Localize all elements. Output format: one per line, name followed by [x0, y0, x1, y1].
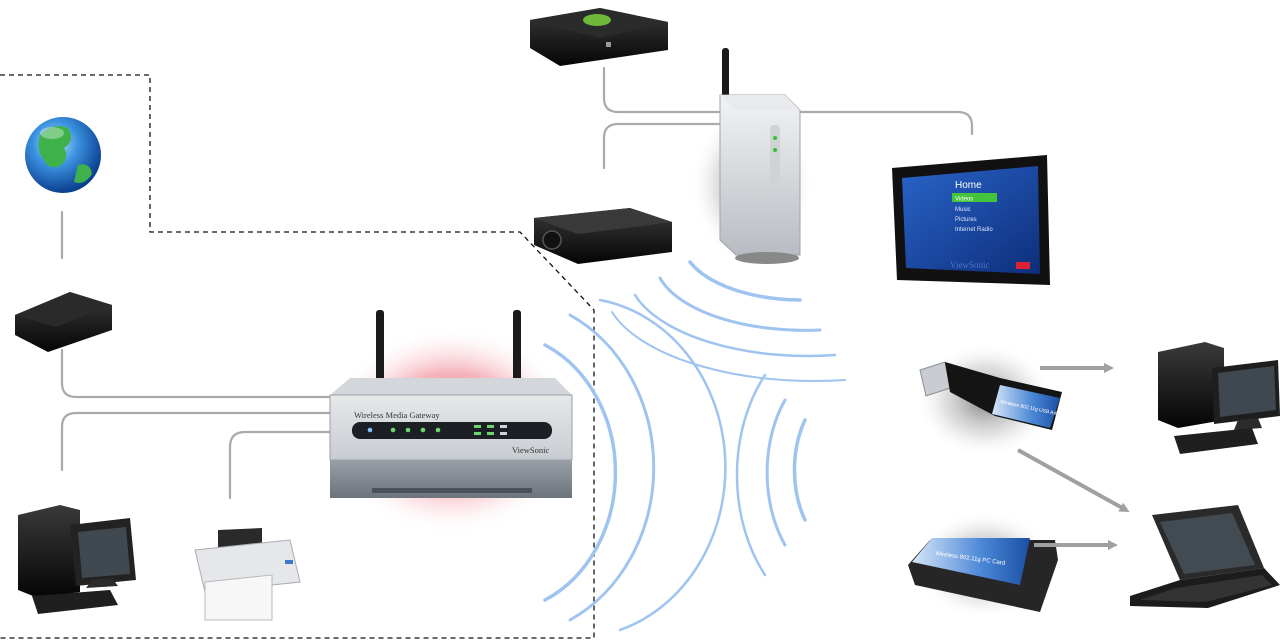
tv-watermark: ViewSonic: [950, 260, 989, 270]
gateway-model-label: Wireless Media Gateway: [354, 410, 440, 420]
laptop-icon: [1130, 505, 1280, 608]
game-console-icon: [530, 8, 668, 66]
flat-tv-icon: Home Videos Music Pictures Internet Radi…: [892, 155, 1050, 285]
tv-menu-radio: Internet Radio: [955, 227, 993, 233]
modem-icon: [15, 292, 112, 352]
tv-menu-music: Music: [955, 207, 971, 213]
media-receiver-icon: [720, 48, 800, 264]
desktop-pc-icon: [18, 505, 136, 614]
projector-icon: [534, 208, 672, 264]
tv-menu-videos: Videos: [955, 197, 973, 203]
tv-home-title: Home: [955, 180, 982, 191]
printer-icon: [195, 528, 300, 620]
gateway-brand: ViewSonic: [512, 445, 549, 455]
globe-icon: [25, 117, 101, 193]
wireless-waves: [545, 262, 845, 630]
tv-menu-pictures: Pictures: [955, 217, 977, 223]
desktop-pc-icon: [1158, 342, 1280, 454]
